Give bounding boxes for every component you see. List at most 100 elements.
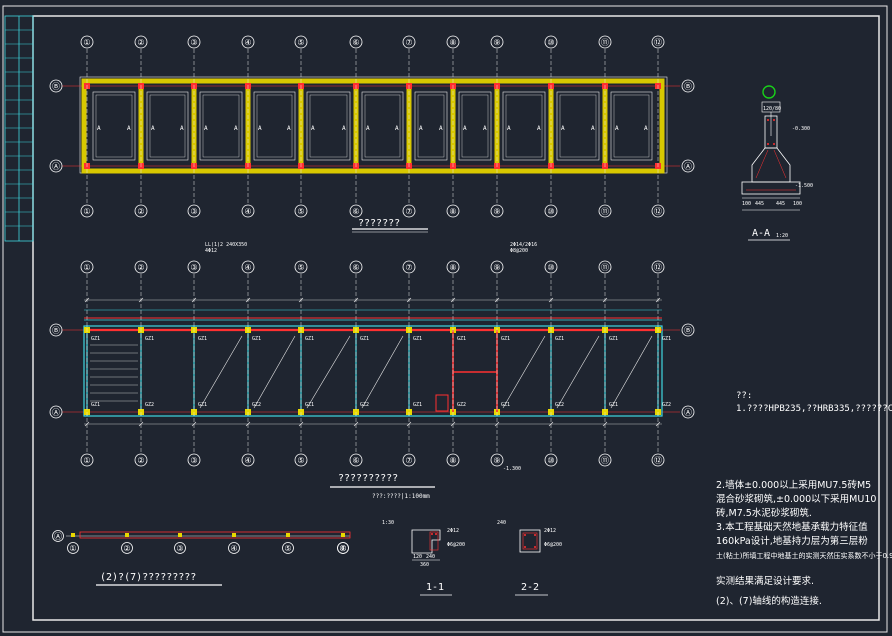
- strip-column: [286, 533, 290, 537]
- plan1-room-label: A: [615, 125, 619, 132]
- axis-label: ⑥: [352, 263, 359, 272]
- svg-text:1:30: 1:30: [382, 520, 394, 526]
- plan1-room-label: A: [395, 125, 399, 132]
- plan1-room-inner: [364, 94, 401, 158]
- axis-bubble-side: [681, 159, 695, 173]
- plan2-col-label-top: GZ1: [662, 336, 671, 342]
- plan2-col-label-top: GZ1: [555, 336, 564, 342]
- axis-label: ⑥: [352, 207, 359, 216]
- svg-text:240: 240: [426, 554, 435, 560]
- plan1-room-label: A: [287, 125, 291, 132]
- plan2-elev: -1.300: [503, 466, 521, 472]
- axis-bubble: [490, 260, 504, 274]
- plan2-col-label: GZ1: [501, 402, 510, 408]
- axis-label: ④: [244, 456, 251, 465]
- plan1-room: [414, 91, 448, 161]
- plan2-title: ??????????: [338, 473, 398, 484]
- axis-label-side: Ⓑ: [684, 326, 692, 335]
- strip-column: [178, 533, 182, 537]
- axis-bubble: [80, 260, 94, 274]
- svg-text:(2)、(7)轴线的构造连接.: (2)、(7)轴线的构造连接.: [716, 595, 822, 607]
- axis-bubble: [241, 35, 255, 49]
- axis-label: ⑪: [601, 207, 609, 216]
- axis-label: ①: [83, 38, 90, 47]
- plan1-room-inner: [461, 94, 489, 158]
- axis-bubble: [544, 35, 558, 49]
- axis-bubble: [544, 204, 558, 218]
- plan1-room-label: A: [483, 125, 487, 132]
- axis-label: ⑥: [352, 456, 359, 465]
- plan2-beam-note-3: 2Φ14/2Φ16: [510, 242, 537, 248]
- axis-label-side: Ⓐ: [684, 162, 692, 171]
- plan1-room-label: A: [151, 125, 155, 132]
- axis-bubble: [598, 453, 612, 467]
- section-1-1: 1:30 2Φ12 Φ6@200 120 240 360 1-1: [382, 520, 465, 596]
- plan2-col-label: GZ2: [145, 402, 154, 408]
- svg-text:Φ6@200: Φ6@200: [447, 542, 465, 548]
- svg-text:2Φ12: 2Φ12: [447, 528, 459, 534]
- plan2-slab-diagonal: [502, 335, 546, 409]
- axis-label: ⑦: [405, 263, 412, 272]
- plan2-slab-diagonal: [199, 335, 243, 409]
- plan2-core-box: [435, 394, 449, 412]
- plan1-room-inner: [202, 94, 240, 158]
- plan2-beam-note-4: Φ8@200: [510, 248, 528, 254]
- axis-bubble: [241, 260, 255, 274]
- axis-label: ⑧: [449, 207, 456, 216]
- plan2-col-label-top: GZ1: [501, 336, 510, 342]
- axis-bubble: [134, 35, 148, 49]
- svg-text:100: 100: [793, 201, 802, 207]
- svg-text:3.本工程基础天然地基承载力特征值: 3.本工程基础天然地基承载力特征值: [716, 521, 868, 533]
- svg-text:-0.300: -0.300: [792, 126, 810, 132]
- axis-label-side: Ⓐ: [52, 408, 60, 417]
- svg-text:-1.500: -1.500: [795, 183, 813, 189]
- plan1-room-label: A: [127, 125, 131, 132]
- axis-label: ③: [190, 38, 197, 47]
- axis-bubble: [544, 453, 558, 467]
- axis-bubble: [241, 453, 255, 467]
- svg-text:1.????HPB235,??HRB335,??????C2: 1.????HPB235,??HRB335,??????C25.: [736, 404, 892, 414]
- axis-bubble: [80, 35, 94, 49]
- svg-text:360: 360: [420, 562, 429, 568]
- plan1-room: [458, 91, 492, 161]
- strip-axis-label: ③: [176, 544, 183, 553]
- axis-bubble: [446, 260, 460, 274]
- plan2-col-label-top: GZ1: [360, 336, 369, 342]
- plan2-col-label: GZ1: [198, 402, 207, 408]
- axis-label: ②: [137, 38, 144, 47]
- axis-bubble: [446, 35, 460, 49]
- axis-label-side: Ⓐ: [684, 408, 692, 417]
- axis-bubble: [402, 35, 416, 49]
- plan1-room-label: A: [644, 125, 648, 132]
- plan1-room: [610, 91, 653, 161]
- plan1-room: [556, 91, 600, 161]
- plan1-room-inner: [149, 94, 186, 158]
- plan2-col-label: GZ1: [305, 402, 314, 408]
- strip-axis-label: ⑥: [339, 544, 346, 553]
- plan2-scale-note: ???:????|1:100mm: [372, 493, 430, 500]
- plan1-room-label: A: [507, 125, 511, 132]
- plan1-room-label: A: [234, 125, 238, 132]
- axis-label: ⑧: [449, 263, 456, 272]
- axis-bubble: [598, 260, 612, 274]
- axis-label: ⑦: [405, 456, 412, 465]
- axis-label: ⑤: [297, 38, 304, 47]
- plan1-title: ???????: [358, 218, 400, 229]
- plan2-slab-diagonal: [610, 335, 653, 409]
- axis-label: ①: [83, 456, 90, 465]
- axis-label: ⑩: [547, 207, 554, 216]
- plan2-slab-diagonal: [253, 335, 296, 409]
- axis-label: ⑩: [547, 263, 554, 272]
- axis-bubble: [490, 35, 504, 49]
- axis-bubble: [187, 35, 201, 49]
- axis-label: ③: [190, 207, 197, 216]
- axis-label: ⑪: [601, 263, 609, 272]
- plan2-beam-note-2: 4Φ12: [205, 248, 217, 254]
- svg-text:土(粘土)所填工程中地基土的实测天然压实系数不小于0.94,: 土(粘土)所填工程中地基土的实测天然压实系数不小于0.94,: [716, 551, 892, 560]
- plan2-col-label: GZ1: [91, 402, 100, 408]
- inner-frame: [32, 15, 880, 621]
- strip-beam: [79, 531, 351, 539]
- plan1-room: [146, 91, 189, 161]
- axis-bubble: [598, 204, 612, 218]
- plan2-col-label-top: GZ1: [413, 336, 422, 342]
